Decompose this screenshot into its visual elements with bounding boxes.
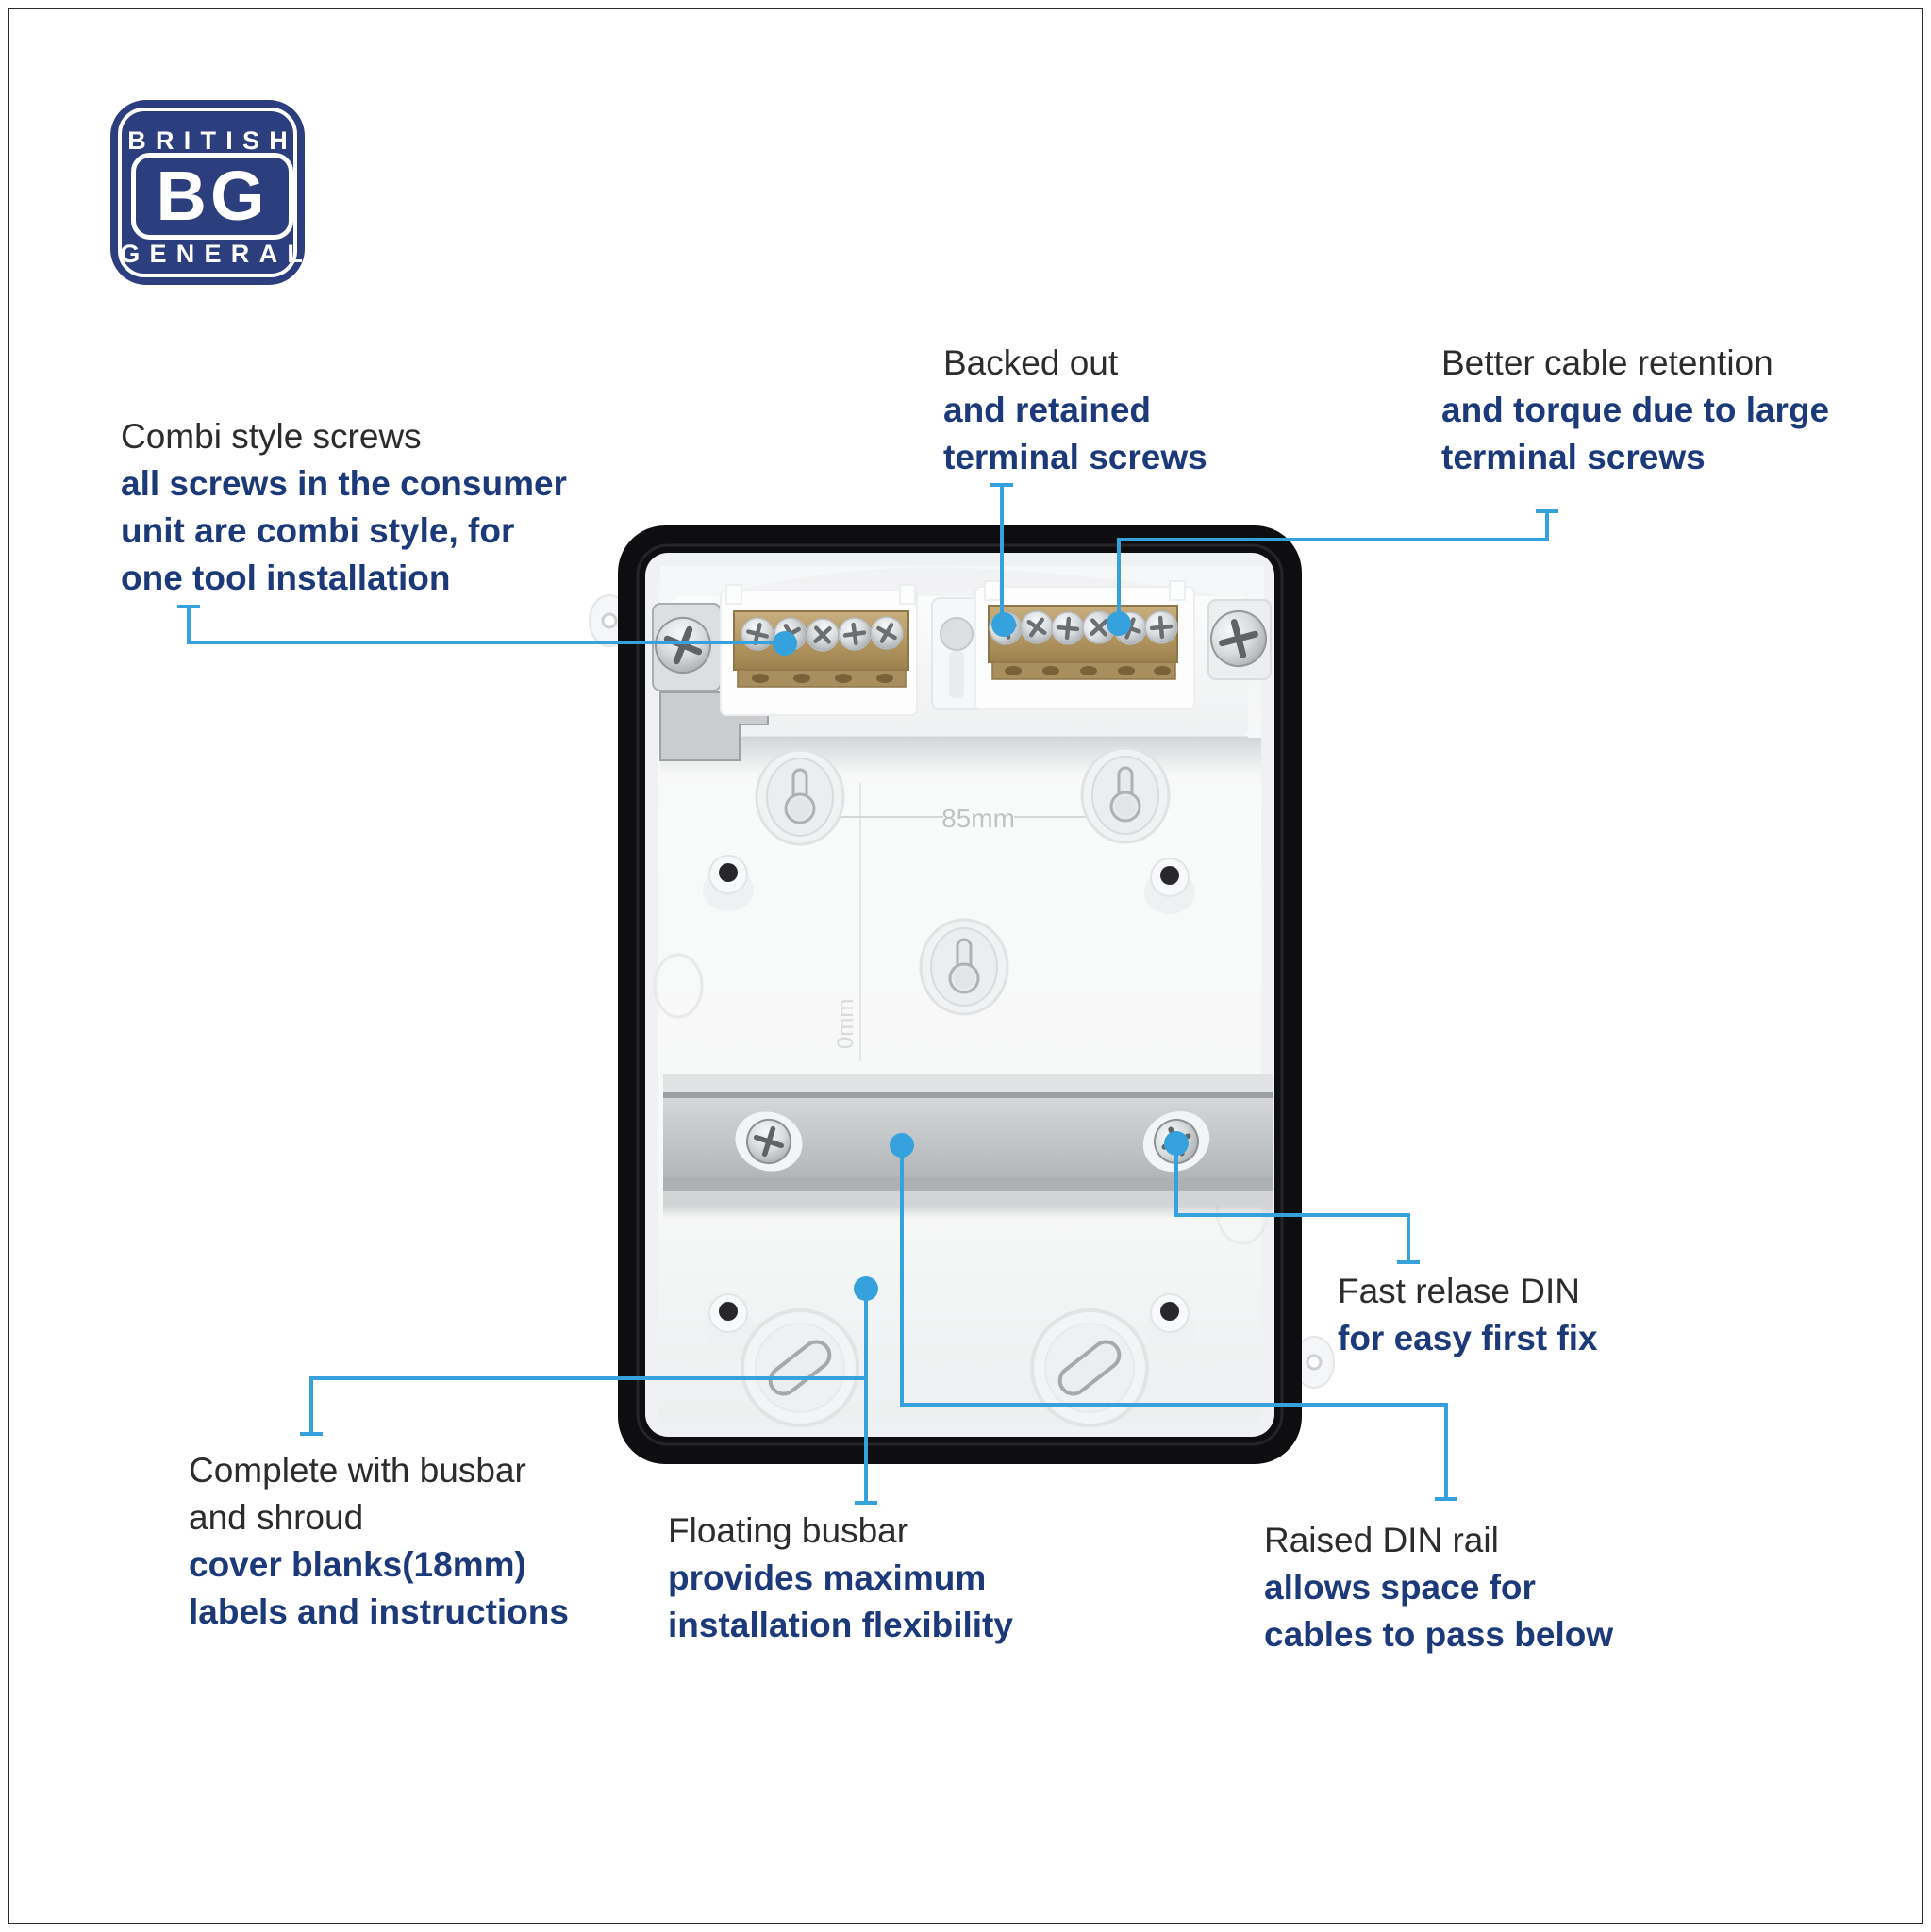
callout-heading: Raised DIN rail (1264, 1521, 1499, 1559)
callout-heading: Backed out (943, 343, 1119, 382)
dimension-label: 85mm (941, 804, 1015, 833)
logo-word-british: BRITISH (127, 126, 298, 155)
corner-screw-right (1205, 599, 1272, 680)
callout-detail: unit are combi style, for (121, 511, 515, 550)
callout-detail: allows space for (1264, 1568, 1536, 1607)
callout-heading: Combi style screws (121, 417, 422, 456)
marker-dot (1164, 1131, 1189, 1156)
callout-detail: and torque due to large (1441, 391, 1830, 429)
marker-dot (773, 631, 797, 656)
callout-combi-style-screws: Combi style screws all screws in the con… (121, 413, 567, 602)
neutral-busbar-left (720, 584, 918, 716)
callout-heading: Fast relase DIN (1338, 1272, 1581, 1310)
leader-complete-with-busbar (300, 1376, 866, 1436)
callout-fast-release-din: Fast relase DIN for easy first fix (1338, 1268, 1598, 1362)
callout-detail: for easy first fix (1338, 1319, 1598, 1357)
callout-backed-out: Backed out and retained terminal screws (943, 340, 1207, 481)
callout-detail: installation flexibility (668, 1606, 1013, 1644)
leader-better-cable-retention (1107, 509, 1558, 636)
callout-detail: and retained (943, 391, 1151, 429)
callout-detail: provides maximum (668, 1558, 987, 1597)
side-dimension-label: 0mm (833, 999, 858, 1049)
callout-complete-with-busbar: Complete with busbar and shroud cover bl… (189, 1447, 569, 1636)
callout-detail: labels and instructions (189, 1592, 569, 1631)
marker-dot (890, 1133, 914, 1158)
logo-inner-ring (118, 108, 297, 277)
logo-monogram: BG (156, 157, 269, 235)
marker-dot (1107, 611, 1131, 636)
callout-detail: terminal screws (1441, 438, 1706, 476)
din-rail (663, 1074, 1273, 1219)
callout-detail: one tool installation (121, 558, 451, 597)
leader-raised-din-rail (890, 1133, 1457, 1501)
callout-floating-busbar: Floating busbar provides maximum install… (668, 1507, 1013, 1649)
leader-lines (177, 483, 1558, 1505)
bg-british-general-logo: BRITISH BG GENERAL (110, 100, 305, 285)
shelf-divider (931, 597, 982, 710)
callout-detail: cover blanks(18mm) (189, 1545, 526, 1584)
callout-detail: terminal screws (943, 438, 1207, 476)
callout-detail: cables to pass below (1264, 1615, 1614, 1654)
marker-dot (991, 612, 1016, 637)
callout-detail: all screws in the consumer (121, 464, 567, 503)
earth-busbar-right (974, 580, 1195, 710)
callout-heading: and shroud (189, 1498, 364, 1537)
callout-heading: Complete with busbar (189, 1451, 526, 1490)
leader-floating-busbar (854, 1276, 878, 1505)
callout-better-cable-retention: Better cable retention and torque due to… (1441, 340, 1829, 481)
leader-backed-out (990, 483, 1016, 637)
callout-heading: Floating busbar (668, 1511, 909, 1550)
callout-heading: Better cable retention (1441, 343, 1773, 382)
leader-fast-release-din (1164, 1131, 1420, 1264)
logo-monogram-box: BG (131, 153, 293, 240)
marker-dot (854, 1276, 878, 1301)
leader-combi-style-screws (177, 605, 797, 656)
callout-raised-din-rail: Raised DIN rail allows space for cables … (1264, 1517, 1613, 1658)
logo-word-general: GENERAL (120, 240, 313, 268)
